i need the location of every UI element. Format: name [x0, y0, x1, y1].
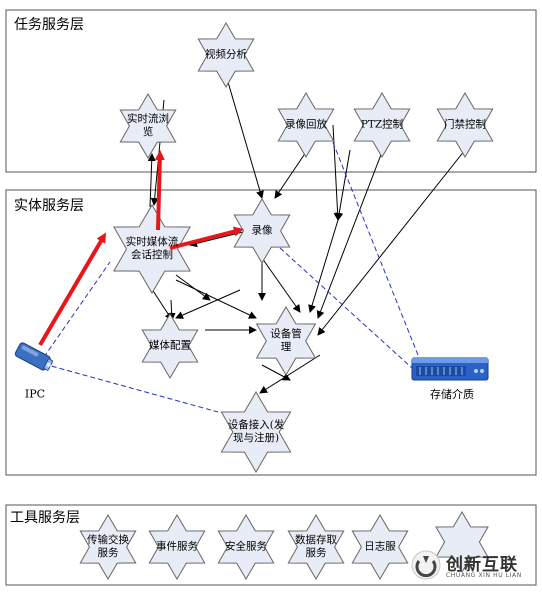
node-recording-label: 录像 [251, 224, 273, 237]
star-media-session [113, 204, 191, 294]
black-arrow [175, 279, 257, 319]
node-door-control-label: 门禁控制 [444, 118, 486, 131]
watermark-brand: 创新互联 [446, 555, 518, 575]
star-playback [277, 92, 335, 158]
black-arrow [261, 257, 301, 313]
black-arrow [335, 149, 351, 221]
dashed-link [43, 261, 111, 358]
black-arrow [175, 274, 211, 301]
star-extra [435, 511, 489, 573]
black-arrow [147, 153, 156, 208]
watermark-logo-icon [411, 550, 441, 580]
node-event-label: 事件服务 [156, 540, 198, 553]
node-media-session-label: 实时媒体流 会话控制 [125, 236, 179, 261]
dashed-link [279, 247, 413, 369]
service-stars [79, 22, 494, 580]
dashed-link [329, 134, 421, 361]
star-transport [79, 514, 137, 580]
star-device-mgmt [255, 306, 317, 376]
star-device-access [220, 391, 292, 473]
star-video-analysis [197, 22, 255, 88]
red-arrow [154, 150, 165, 231]
node-transport-label: 传输交换 服务 [87, 534, 129, 559]
dashed-links [43, 134, 421, 413]
star-media-config [141, 313, 199, 379]
black-arrow [317, 149, 466, 336]
star-realtime-browse [119, 93, 177, 159]
node-device-access-label: 设备接入(发 现与注册) [227, 419, 285, 444]
red-arrow [38, 232, 107, 347]
storage-label: 存储介质 [430, 388, 474, 401]
node-video-analysis-label: 视频分析 [205, 48, 247, 61]
black-arrow [175, 289, 241, 319]
task-layer-title: 任务服务层 [14, 17, 84, 33]
red-arrow [169, 226, 244, 250]
node-media-config-label: 媒体配置 [149, 339, 191, 352]
node-ptz-label: PTZ控制 [360, 118, 404, 131]
star-door-control [436, 92, 494, 158]
black-arrow [308, 219, 339, 313]
star-ptz [353, 92, 411, 158]
ipc-camera-icon [14, 342, 54, 371]
task-layer-box [5, 9, 537, 173]
storage-device-icon [411, 357, 489, 381]
entity-layer-title: 实体服务层 [14, 198, 84, 214]
star-log [351, 514, 409, 580]
entity-layer-box [5, 189, 537, 476]
black-arrow [274, 151, 307, 199]
star-security [217, 514, 275, 580]
black-arrow [316, 151, 383, 319]
watermark-subtitle: CHUANG XIN HU LIAN [446, 572, 522, 579]
node-device-mgmt-label: 设备管 理 [270, 328, 302, 353]
star-event [148, 514, 206, 580]
node-log-label: 日志服 [364, 540, 396, 553]
star-data-access [287, 514, 345, 580]
dashed-link [43, 363, 219, 413]
node-security-label: 安全服务 [225, 540, 267, 553]
tool-layer-box [5, 504, 537, 586]
star-recording [233, 198, 291, 264]
tool-layer-title: 工具服务层 [10, 510, 80, 526]
highlight-arrows [38, 150, 244, 347]
node-data-access-label: 数据存取 服务 [295, 534, 337, 559]
black-arrow [227, 81, 264, 199]
ipc-label: IPC [24, 387, 46, 401]
black-arrow [261, 364, 291, 381]
node-playback-label: 录像回放 [285, 118, 327, 131]
node-realtime-browse-label: 实时流浏 览 [127, 113, 169, 138]
